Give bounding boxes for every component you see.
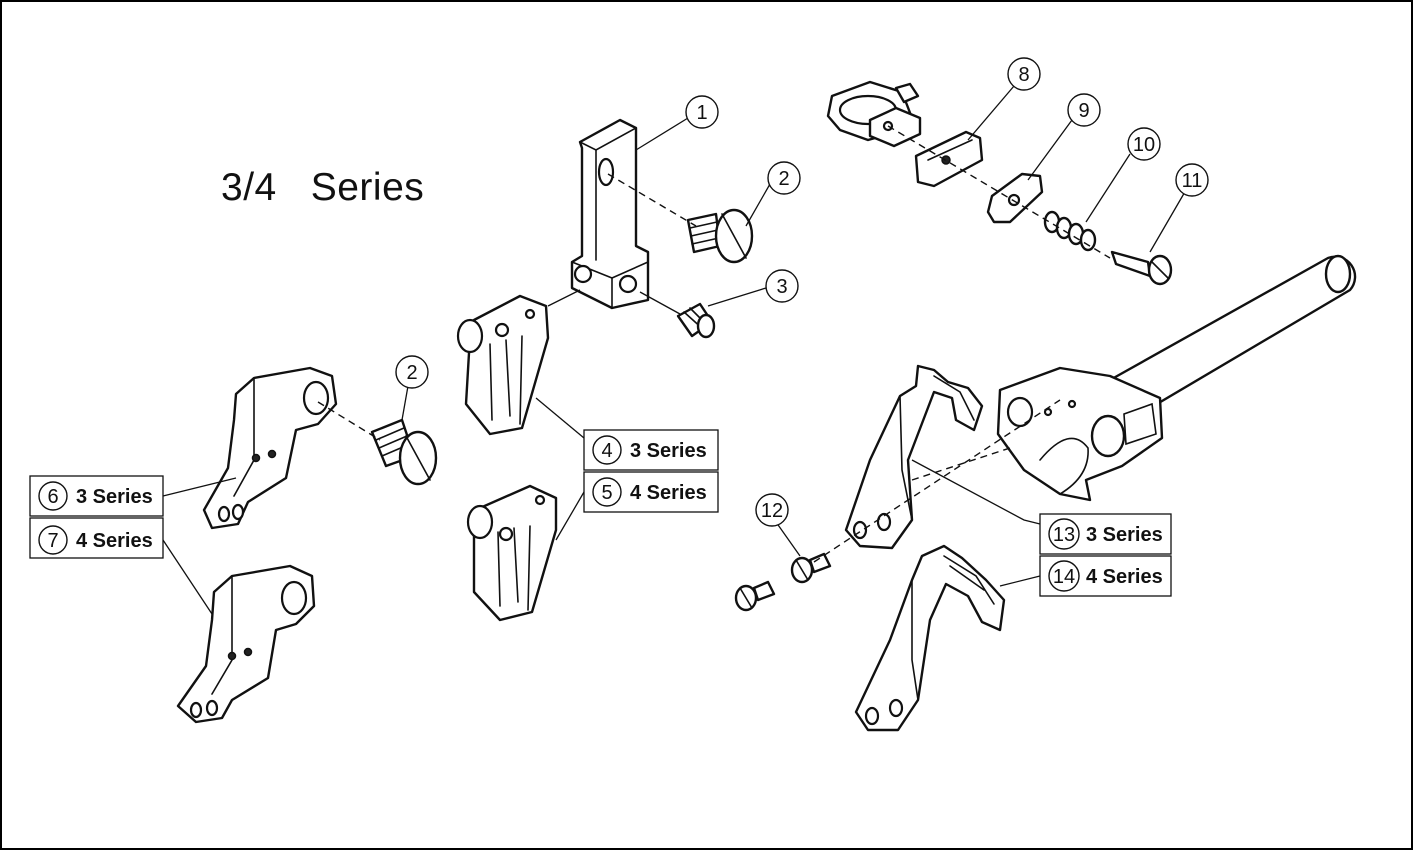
label-6-text: 3 Series bbox=[76, 486, 153, 508]
part-base-block bbox=[996, 366, 1164, 502]
label-14-number: 14 bbox=[1053, 566, 1075, 588]
label-7-4-series: 7 4 Series bbox=[29, 517, 164, 559]
callout-2-upper-number: 2 bbox=[778, 168, 789, 190]
part-9-washer bbox=[986, 172, 1044, 224]
label-7-text: 4 Series bbox=[76, 530, 153, 552]
label-6-3-series: 6 3 Series bbox=[29, 475, 164, 517]
label-5-number: 5 bbox=[601, 482, 612, 504]
assembly-lines bbox=[317, 125, 1111, 563]
diagram-title: 3/4 Series bbox=[221, 166, 425, 209]
label-13-3-series: 13 3 Series bbox=[1039, 513, 1172, 555]
label-13-number: 13 bbox=[1053, 524, 1075, 546]
label-13-text: 3 Series bbox=[1086, 524, 1163, 546]
label-7-number: 7 bbox=[47, 530, 58, 552]
shaft bbox=[1108, 254, 1357, 416]
callout-12: 12 bbox=[755, 493, 789, 527]
part-2-screw-upper bbox=[686, 208, 754, 264]
part-10-spring bbox=[1043, 210, 1097, 252]
part-2-screw-lower bbox=[370, 418, 438, 486]
part-13-guard bbox=[844, 364, 984, 550]
part-8-plate bbox=[914, 130, 984, 188]
part-12-screw-spare bbox=[734, 580, 776, 612]
label-6-number: 6 bbox=[47, 486, 58, 508]
callout-9-number: 9 bbox=[1078, 100, 1089, 122]
part-11-pin bbox=[1110, 250, 1173, 286]
callout-2-upper: 2 bbox=[767, 161, 801, 195]
part-clamp-collar bbox=[826, 80, 922, 148]
label-4-text: 3 Series bbox=[630, 440, 707, 462]
leader-lines bbox=[162, 85, 1187, 615]
callout-12-number: 12 bbox=[761, 500, 783, 522]
label-5-text: 4 Series bbox=[630, 482, 707, 504]
callout-8-number: 8 bbox=[1018, 64, 1029, 86]
callout-10-number: 10 bbox=[1133, 134, 1155, 156]
label-4-3-series: 4 3 Series bbox=[583, 429, 719, 471]
label-5-4-series: 5 4 Series bbox=[583, 471, 719, 513]
part-7-holder bbox=[176, 564, 316, 724]
part-12-screw bbox=[790, 552, 832, 584]
part-3-set-screw bbox=[676, 302, 716, 339]
label-14-4-series: 14 4 Series bbox=[1039, 555, 1172, 597]
callout-1: 1 bbox=[685, 95, 719, 129]
part-4-needle-guard bbox=[456, 294, 550, 436]
callout-8: 8 bbox=[1007, 57, 1041, 91]
callout-3: 3 bbox=[765, 269, 799, 303]
part-1-bracket bbox=[570, 118, 650, 310]
label-4-number: 4 bbox=[601, 440, 612, 462]
callout-2-lower-number: 2 bbox=[406, 362, 417, 384]
callout-11-number: 11 bbox=[1182, 170, 1203, 192]
callout-2-lower: 2 bbox=[395, 355, 429, 389]
label-14-text: 4 Series bbox=[1086, 566, 1163, 588]
callout-3-number: 3 bbox=[776, 276, 787, 298]
part-14-guard bbox=[854, 544, 1006, 732]
callout-1-number: 1 bbox=[696, 102, 707, 124]
part-5-needle-guard bbox=[466, 484, 558, 622]
callout-10: 10 bbox=[1127, 127, 1161, 161]
callout-11: 11 bbox=[1175, 163, 1209, 197]
part-6-holder bbox=[202, 366, 338, 530]
callout-9: 9 bbox=[1067, 93, 1101, 127]
